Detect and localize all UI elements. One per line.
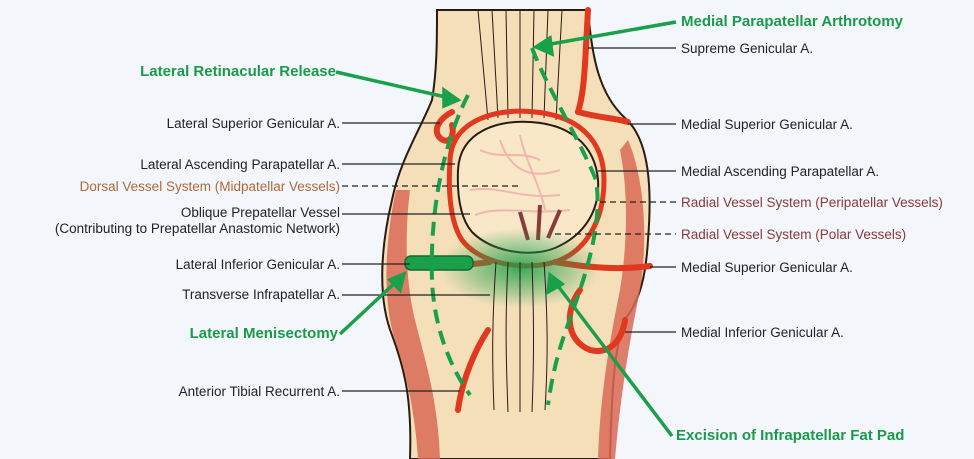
label-lateral-superior-genicular: Lateral Superior Genicular A. — [167, 116, 340, 132]
label-supreme-genicular: Supreme Genicular A. — [681, 41, 813, 57]
label-oblique-prepatellar-line1: Oblique Prepatellar Vessel — [55, 205, 340, 221]
label-radial-peripatellar: Radial Vessel System (Peripatellar Vesse… — [681, 195, 943, 211]
label-excision-fat-pad: Excision of Infrapatellar Fat Pad — [676, 428, 904, 444]
label-medial-superior-genicular-low: Medial Superior Genicular A. — [681, 260, 853, 276]
lateral-meniscus — [405, 256, 473, 270]
label-dorsal-vessel-system: Dorsal Vessel System (Midpatellar Vessel… — [80, 179, 340, 195]
label-medial-parapatellar-arthrotomy: Medial Parapatellar Arthrotomy — [681, 14, 903, 30]
label-transverse-infrapatellar: Transverse Infrapatellar A. — [182, 287, 340, 303]
label-medial-inferior-genicular: Medial Inferior Genicular A. — [681, 325, 844, 341]
label-medial-superior-genicular-top: Medial Superior Genicular A. — [681, 117, 853, 133]
label-lateral-retinacular-release: Lateral Retinacular Release — [140, 64, 336, 80]
label-oblique-prepatellar: Oblique Prepatellar Vessel (Contributing… — [55, 205, 340, 237]
label-medial-ascending-parapatellar: Medial Ascending Parapatellar A. — [681, 164, 879, 180]
label-radial-polar: Radial Vessel System (Polar Vessels) — [681, 227, 906, 243]
label-anterior-tibial-recurrent: Anterior Tibial Recurrent A. — [179, 384, 340, 400]
label-oblique-prepatellar-line2: (Contributing to Prepatellar Anastomic N… — [55, 221, 340, 237]
label-lateral-inferior-genicular: Lateral Inferior Genicular A. — [176, 257, 340, 273]
label-lateral-ascending-parapatellar: Lateral Ascending Parapatellar A. — [140, 157, 340, 173]
label-lateral-menisectomy: Lateral Menisectomy — [190, 326, 338, 342]
